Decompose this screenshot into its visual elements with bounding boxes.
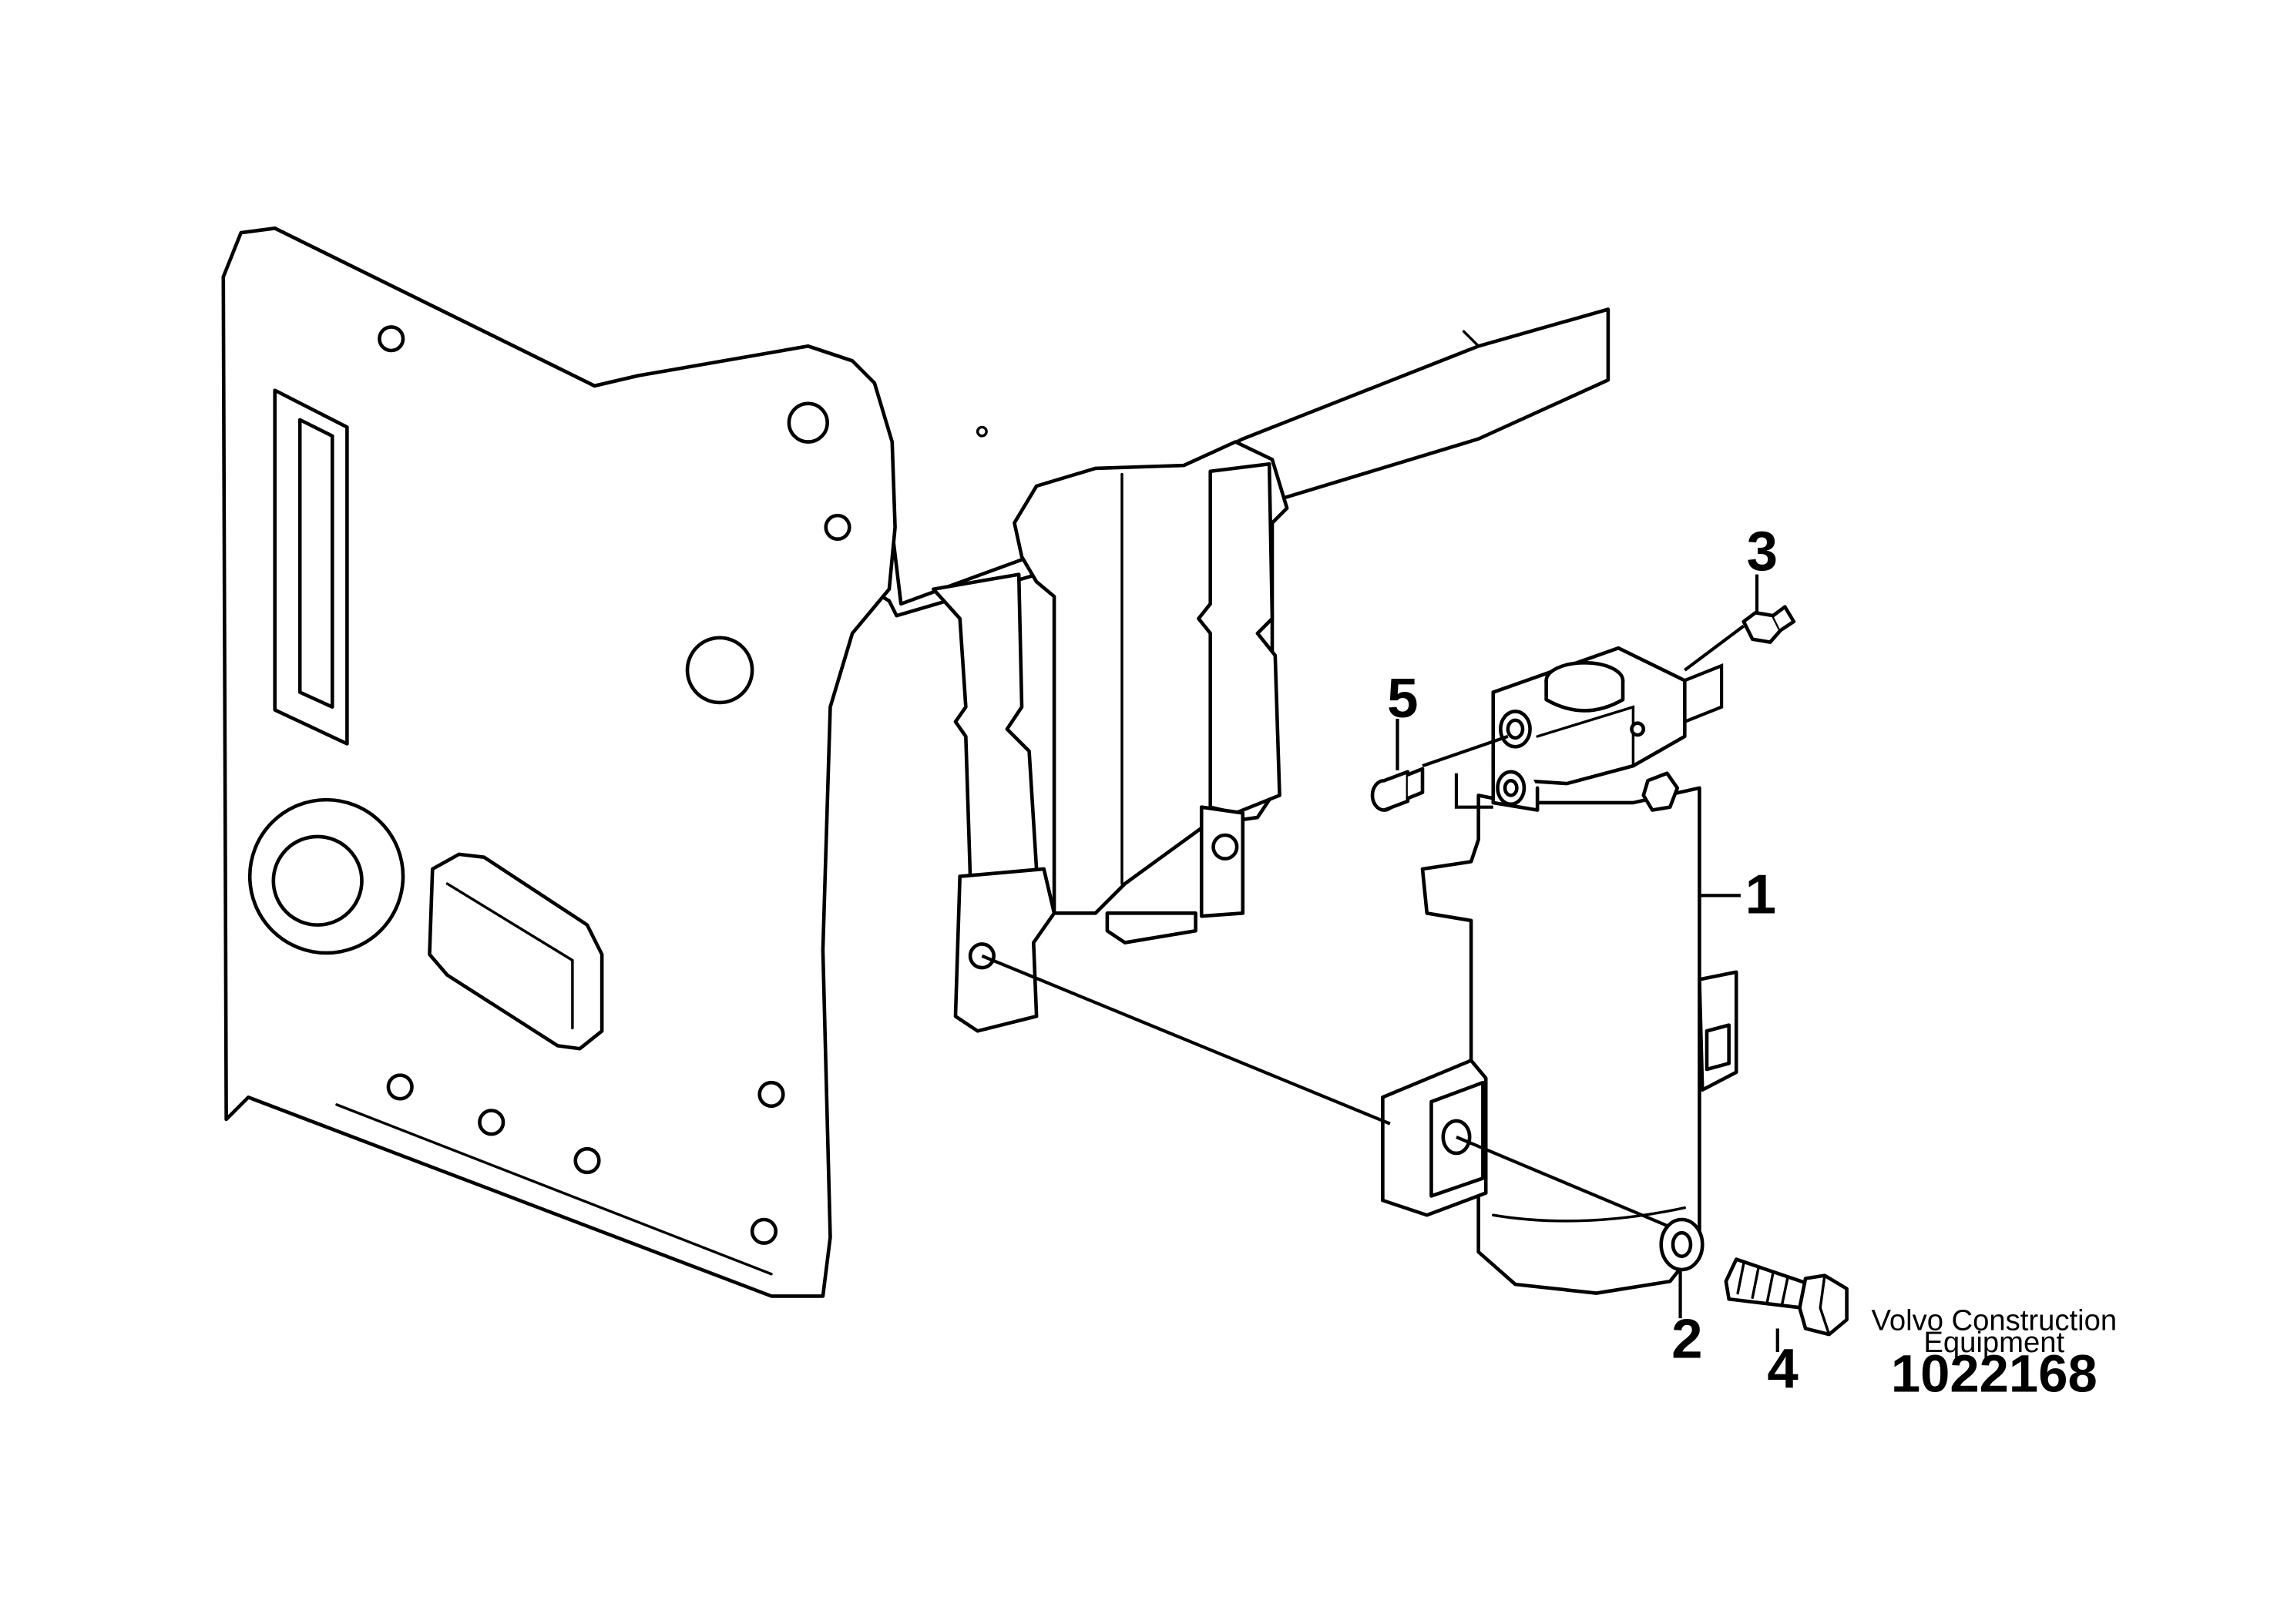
assembly-lines (981, 624, 1745, 1229)
frame-assembly (221, 226, 1611, 1298)
port-fitting-part-5 (1370, 767, 1425, 812)
callout-3: 3 (1747, 520, 1778, 582)
document-number: 1022168 (1891, 1344, 2098, 1404)
maker-line-1: Volvo Construction (1871, 1304, 2117, 1337)
hex-bolt-part-4 (1724, 1257, 1849, 1337)
callout-leaders (1396, 574, 1779, 1353)
callout-1: 1 (1745, 863, 1776, 925)
maker-line-2: Equipment (1923, 1326, 2064, 1359)
callout-5: 5 (1387, 667, 1418, 730)
valve-assembly (1381, 646, 1738, 1295)
plug-screw-part-3 (1741, 605, 1796, 644)
callout-4: 4 (1767, 1337, 1798, 1400)
washer-part-2 (1659, 1217, 1705, 1272)
callout-2: 2 (1671, 1308, 1702, 1371)
